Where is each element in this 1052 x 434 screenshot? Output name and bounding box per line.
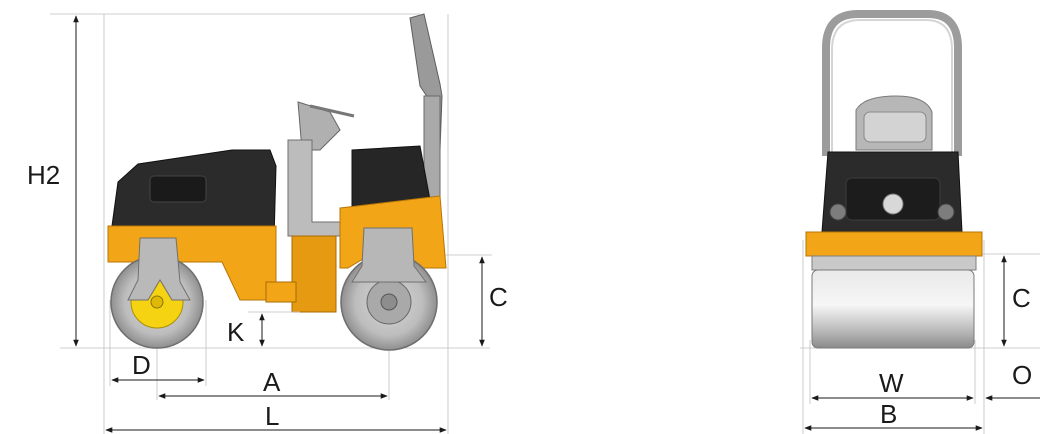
front-view: C W O B (800, 10, 1040, 434)
label-b: B (880, 399, 897, 429)
label-h2: H2 (27, 160, 60, 190)
scraper-bar (811, 255, 977, 271)
label-a: A (263, 367, 281, 397)
emblem-icon (882, 193, 904, 215)
front-bumper (805, 231, 983, 257)
label-o: O (1012, 360, 1032, 390)
roller-front-illustration (805, 10, 983, 349)
label-l: L (265, 401, 279, 431)
rear-drum-bracket (351, 227, 427, 283)
seat-cushion-front (863, 111, 927, 143)
front-drum-bracket (127, 237, 191, 301)
articulation-joint (291, 235, 337, 313)
side-view: H2 C K D A L (27, 13, 508, 434)
headlight-right (937, 203, 955, 221)
label-d: D (132, 350, 151, 380)
headlight-left (829, 203, 847, 221)
front-view-drum (811, 269, 975, 349)
rops-hoop-front (822, 10, 962, 156)
hydraulic-motor (265, 281, 297, 303)
rops-hoop-front-inner (831, 19, 953, 156)
front-drum-axle (150, 295, 164, 309)
roller-side-illustration (107, 13, 447, 351)
rear-drum-axle (380, 293, 398, 311)
label-c-front: C (1012, 283, 1031, 313)
label-c-side: C (489, 282, 508, 312)
hood-grille (149, 175, 207, 203)
label-w: W (879, 368, 904, 398)
steering-wheel (309, 104, 355, 118)
label-k: K (227, 317, 245, 347)
